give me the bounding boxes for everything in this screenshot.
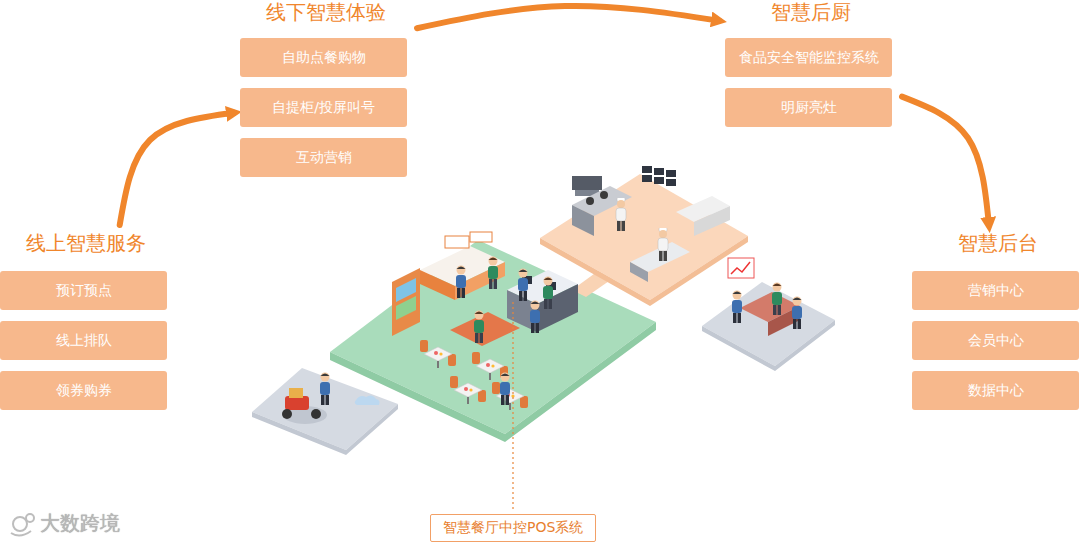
box-label: 自提柜/投屏叫号 bbox=[272, 99, 375, 117]
group-heading: 线上智慧服务 bbox=[0, 231, 171, 255]
feature-box: 领券购券 bbox=[0, 371, 167, 410]
flow-arrow bbox=[120, 113, 234, 225]
group-panel: 线上智慧服务预订预点线上排队领券购券 bbox=[0, 231, 171, 421]
flow-arrow bbox=[417, 6, 719, 28]
group-panel: 智慧后厨食品安全智能监控系统明厨亮灶 bbox=[725, 0, 896, 138]
group-heading: 智慧后台 bbox=[912, 231, 1080, 255]
box-label: 智慧餐厅中控POS系统 bbox=[443, 519, 583, 537]
feature-box: 食品安全智能监控系统 bbox=[725, 38, 892, 77]
system-box: 智慧餐厅中控POS系统 bbox=[430, 514, 596, 542]
box-label: 数据中心 bbox=[968, 382, 1024, 400]
box-label: 自助点餐购物 bbox=[282, 49, 366, 67]
feature-box: 自提柜/投屏叫号 bbox=[240, 88, 407, 127]
group-panel: 智慧后台营销中心会员中心数据中心 bbox=[912, 231, 1080, 421]
feature-box: 明厨亮灶 bbox=[725, 88, 892, 127]
group-panel: 线下智慧体验自助点餐购物自提柜/投屏叫号互动营销 bbox=[240, 0, 411, 188]
box-label: 预订预点 bbox=[56, 282, 112, 300]
watermark: 大数跨境 bbox=[40, 510, 120, 537]
feature-box: 自助点餐购物 bbox=[240, 38, 407, 77]
feature-box: 互动营销 bbox=[240, 138, 407, 177]
box-label: 领券购券 bbox=[56, 382, 112, 400]
box-label: 会员中心 bbox=[968, 332, 1024, 350]
feature-box: 预订预点 bbox=[0, 271, 167, 310]
box-label: 营销中心 bbox=[968, 282, 1024, 300]
flow-arrow bbox=[902, 97, 989, 225]
group-heading: 智慧后厨 bbox=[725, 0, 896, 24]
box-label: 食品安全智能监控系统 bbox=[739, 49, 879, 67]
box-label: 明厨亮灶 bbox=[781, 99, 837, 117]
group-heading: 线下智慧体验 bbox=[240, 0, 411, 24]
box-label: 互动营销 bbox=[296, 149, 352, 167]
feature-box: 数据中心 bbox=[912, 371, 1079, 410]
box-label: 线上排队 bbox=[56, 332, 112, 350]
feature-box: 会员中心 bbox=[912, 321, 1079, 360]
feature-box: 线上排队 bbox=[0, 321, 167, 360]
feature-box: 营销中心 bbox=[912, 271, 1079, 310]
